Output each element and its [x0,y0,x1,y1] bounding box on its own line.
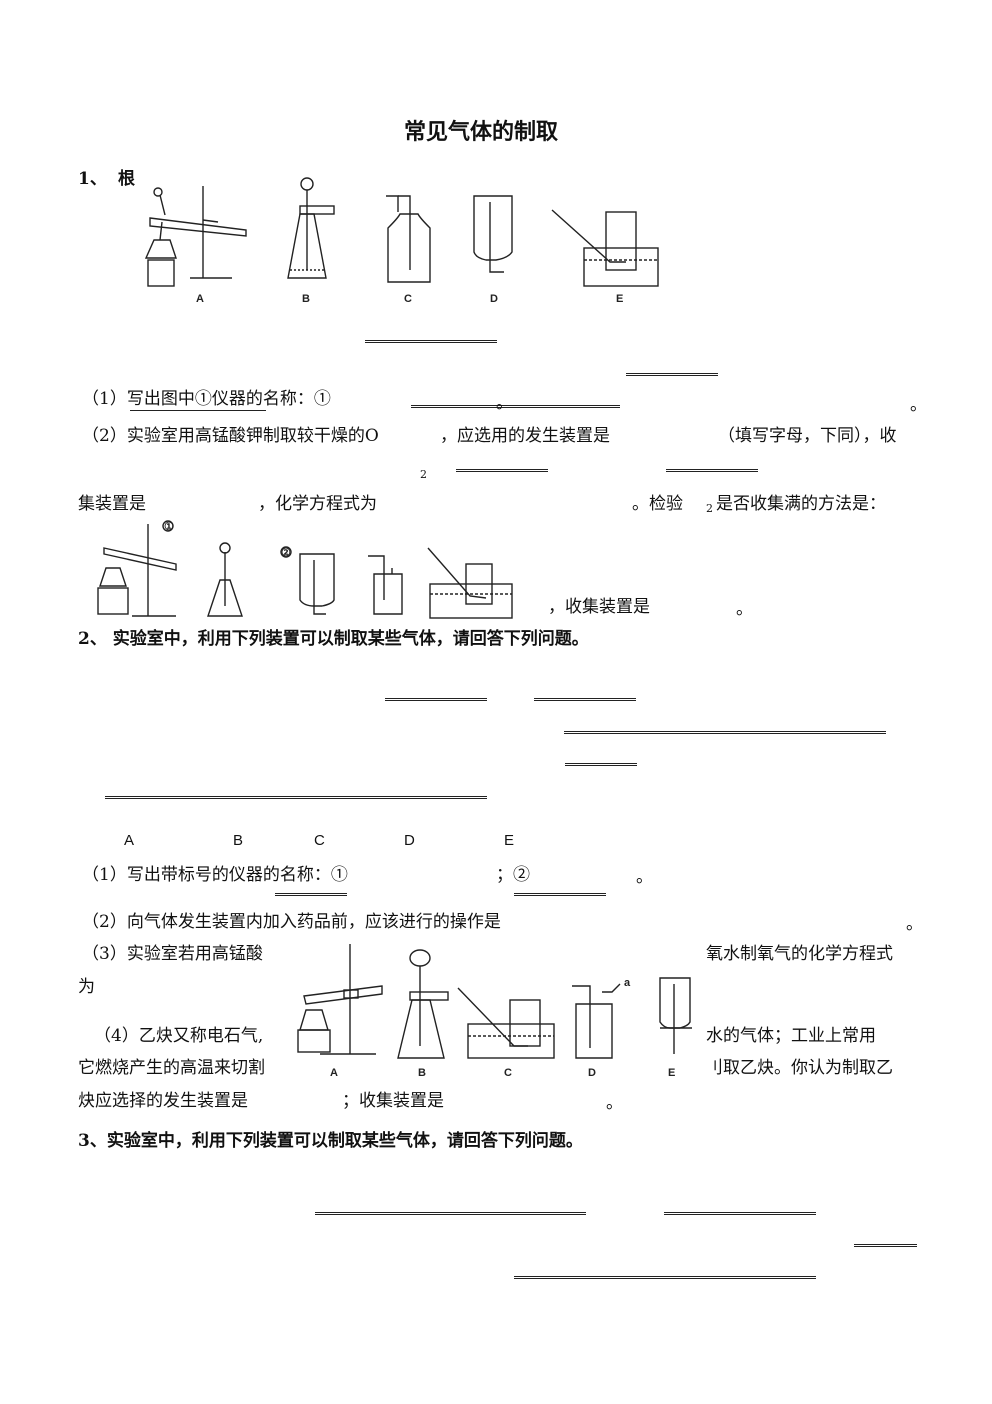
fig3-label-c: C [504,1067,512,1079]
q2-label-a: A [124,832,135,849]
q2-part2: （2）向气体发生装置内加入药品前，应该进行的操作是 [82,912,501,932]
q2-answer-blank-2[interactable] [514,893,606,896]
apparatus-c-icon: C [386,195,431,305]
page-title: 常见气体的制取 [404,120,559,145]
q2-answer-blank-1[interactable] [275,893,347,896]
q2-figure-backdrop [288,938,696,1084]
apparatus-d-icon: a D [572,977,631,1079]
apparatus-bottle-icon [368,555,403,615]
q1-number: 1、 [78,169,107,189]
q1-lead: 根 [118,169,135,189]
apparatus-flask-icon [207,542,243,617]
q2-part1: （1）写出带标号的仪器的名称：① [82,865,348,885]
apparatus-e-icon: E [551,209,659,305]
q1-part2: （2）实验室用高锰酸钾制取较干燥的O [82,426,379,446]
q3-heading: 3、实验室中，利用下列装置可以制取某些气体，请回答下列问题。 [78,1131,583,1151]
fig3-label-d: D [588,1067,596,1079]
svg-text:①: ① [164,521,174,533]
apparatus-trough-icon [427,547,513,619]
apparatus-inverted-bottle-icon: ② [280,546,335,615]
label-c: C [404,293,412,305]
q1-answer-blank-3[interactable] [666,469,758,472]
q2-label-c: C [314,832,325,849]
q2-label-e: E [504,832,515,849]
label-b: B [302,293,310,305]
q2-heading: 2、 实验室中，利用下列装置可以制取某些气体，请回答下列问题。 [78,629,589,649]
apparatus-d-icon: D [473,195,513,305]
apparatus-a-icon: A [297,944,383,1079]
fig3-mark-a: a [624,977,631,989]
q2-label-b: B [233,832,244,849]
q2-part4: （4）乙炔又称电石气, [94,1026,264,1046]
q1-answer-blank-2[interactable] [456,469,548,472]
q1-part3: 集装置是 [78,494,146,514]
q1-part1: （1）写出图中①仪器的名称：① [82,389,331,409]
q2-label-d: D [404,832,415,849]
q1-answer-blank-1[interactable] [411,405,620,408]
label-d: D [490,293,498,305]
fig3-label-b: B [418,1067,426,1079]
label-e: E [616,293,623,305]
fig3-label-a: A [330,1067,338,1079]
fig3-label-e: E [668,1067,675,1079]
apparatus-b-icon: B [287,177,335,305]
apparatus-c-icon: C [457,987,555,1079]
label-a: A [196,293,204,305]
q1-part4: ，收集装置是 [548,597,650,617]
svg-text:②: ② [281,547,291,559]
apparatus-a-icon: A [144,186,247,305]
apparatus-b-icon: B [397,949,449,1079]
apparatus-e-icon: E [659,977,692,1079]
apparatus-stand-icon: ① [97,520,177,617]
q2-part3: （3）实验室若用高锰酸 [82,944,263,964]
